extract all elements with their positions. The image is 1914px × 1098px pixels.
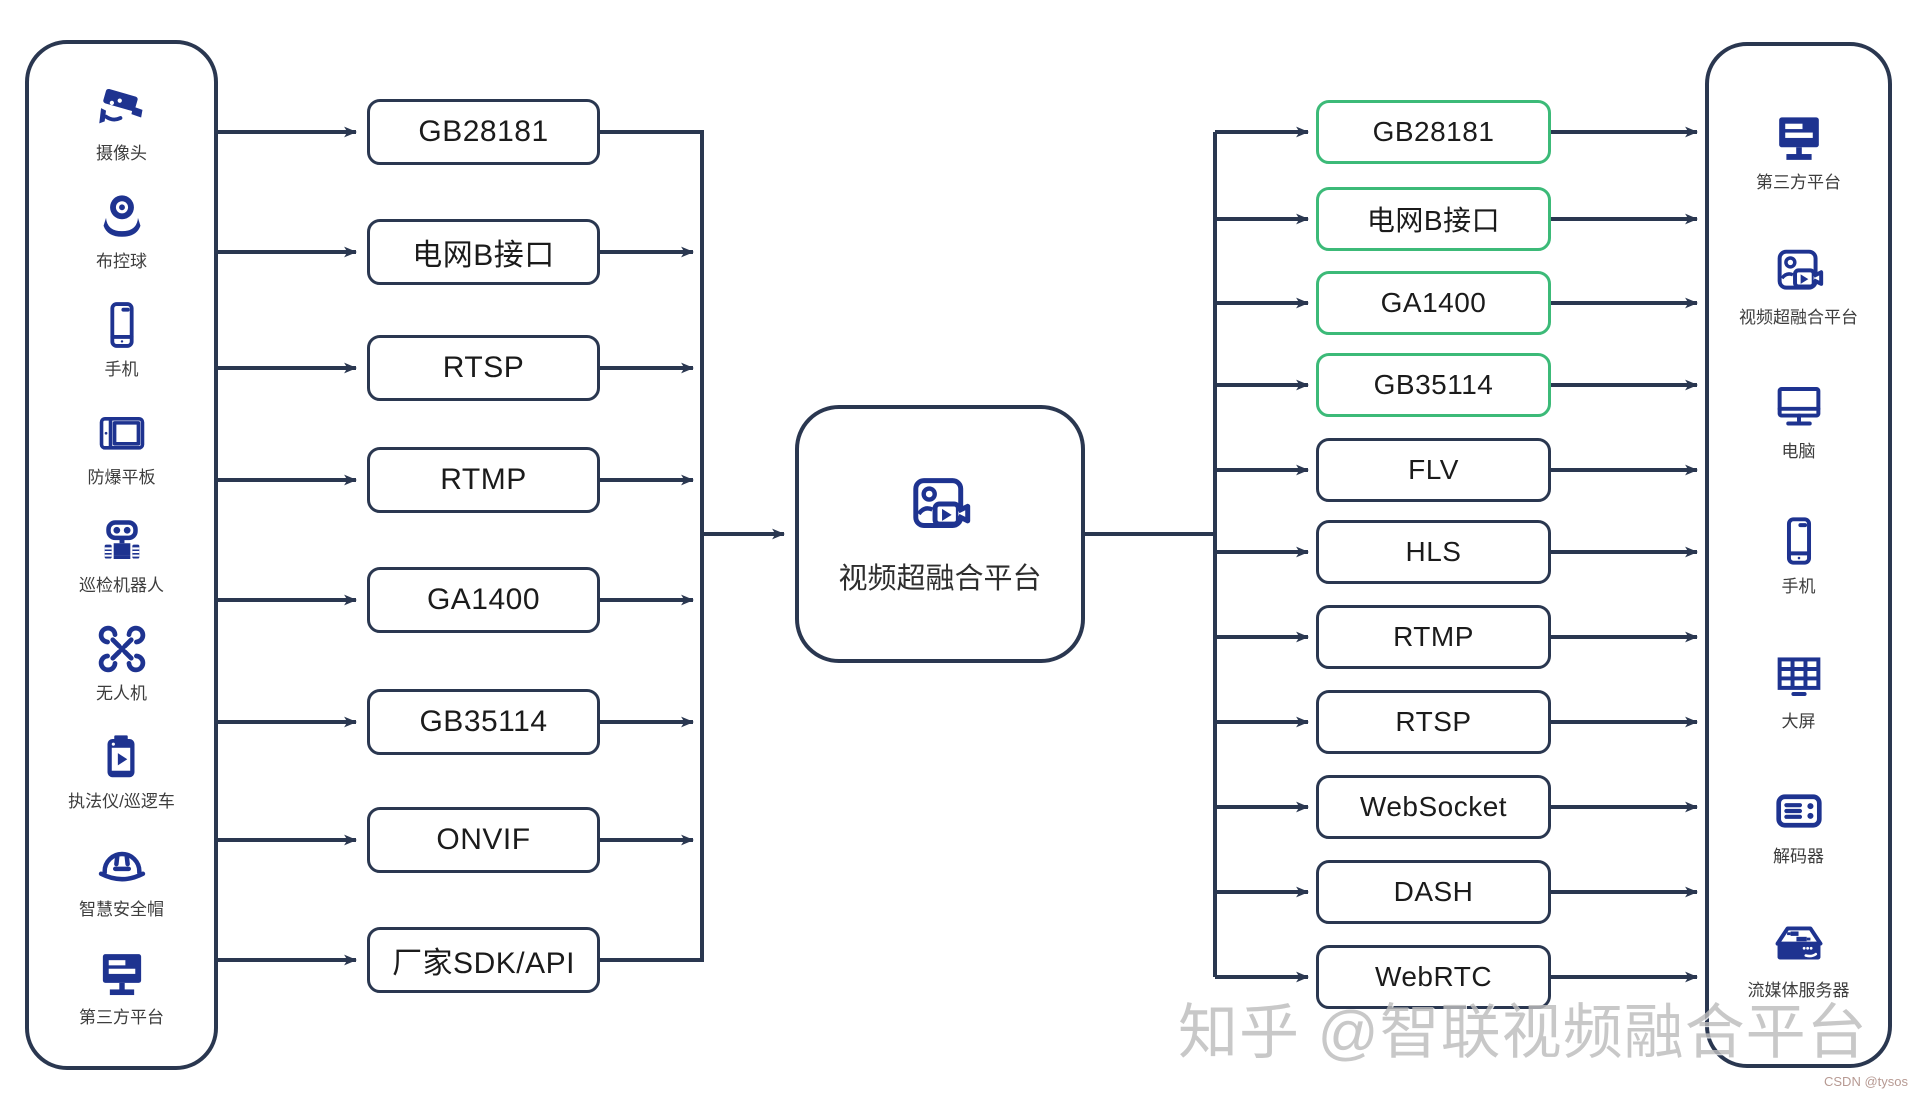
device-label: 执法仪/巡逻车 — [68, 792, 175, 811]
platform-label: 视频超融合平台 — [838, 563, 1042, 595]
device-item: 执法仪/巡逻车 — [68, 730, 175, 812]
device-label: 视频超融合平台 — [1739, 307, 1858, 327]
protocol-node: GB28181 — [367, 99, 600, 165]
protocol-node: 电网B接口 — [367, 219, 600, 285]
device-label: 防爆平板 — [87, 468, 156, 487]
decoder-icon — [1771, 783, 1827, 839]
fusion-platform-icon — [1771, 244, 1827, 300]
protocol-node: RTSP — [1316, 690, 1551, 754]
device-item: 电脑 — [1771, 378, 1827, 462]
server-icon — [1771, 917, 1827, 973]
videowall-icon — [1771, 648, 1827, 704]
device-label: 布控球 — [96, 252, 147, 271]
drone-icon — [95, 622, 149, 676]
device-label: 流媒体服务器 — [1747, 981, 1850, 1001]
protocol-node: 电网B接口 — [1316, 187, 1551, 251]
device-item: 摄像头 — [95, 82, 149, 164]
device-item: 第三方平台 — [79, 946, 164, 1028]
device-label: 巡检机器人 — [79, 576, 164, 595]
monitor-solid-icon — [1771, 109, 1827, 165]
protocol-node: 厂家SDK/API — [367, 927, 600, 993]
protocol-node: GB35114 — [1316, 353, 1551, 417]
device-item: 手机 — [95, 298, 149, 380]
device-label: 大屏 — [1781, 711, 1816, 731]
device-label: 第三方平台 — [79, 1008, 164, 1027]
device-label: 无人机 — [96, 684, 147, 703]
protocol-node: RTMP — [367, 447, 600, 513]
device-item: 解码器 — [1771, 783, 1827, 867]
device-label: 摄像头 — [96, 144, 147, 163]
watermark-csdn: CSDN @tysos — [1824, 1074, 1908, 1089]
device-item: 巡检机器人 — [79, 514, 164, 596]
protocol-node: DASH — [1316, 860, 1551, 924]
output-devices-panel: 第三方平台视频超融合平台电脑手机大屏解码器流媒体服务器 — [1705, 42, 1892, 1068]
protocol-node: WebRTC — [1316, 945, 1551, 1009]
protocol-node: GA1400 — [1316, 271, 1551, 335]
monitor-solid-icon — [95, 946, 149, 1000]
watermark-zhihu: 知乎 @智联视频融合平台 — [1178, 999, 1868, 1066]
computer-icon — [1771, 378, 1827, 434]
device-label: 智慧安全帽 — [79, 900, 164, 919]
phone-icon — [95, 298, 149, 352]
protocol-node: RTMP — [1316, 605, 1551, 669]
device-label: 手机 — [1781, 577, 1816, 596]
source-devices-panel: 摄像头布控球手机防爆平板巡检机器人无人机执法仪/巡逻车智慧安全帽第三方平台 — [25, 40, 218, 1070]
device-item: 手机 — [1771, 513, 1827, 597]
device-label: 解码器 — [1773, 846, 1824, 866]
protocol-node: WebSocket — [1316, 775, 1551, 839]
protocol-node: GA1400 — [367, 567, 600, 633]
device-item: 大屏 — [1771, 648, 1827, 732]
device-label: 第三方平台 — [1756, 172, 1841, 192]
tablet-icon — [95, 406, 149, 460]
protocol-node: HLS — [1316, 520, 1551, 584]
phone-icon — [1771, 513, 1827, 569]
helmet-icon — [95, 838, 149, 892]
cctv-camera-icon — [95, 82, 149, 136]
bodycam-icon — [94, 730, 148, 784]
device-item: 无人机 — [95, 622, 149, 704]
device-item: 智慧安全帽 — [79, 838, 164, 920]
robot-icon — [95, 514, 149, 568]
protocol-node: FLV — [1316, 438, 1551, 502]
protocol-node: ONVIF — [367, 807, 600, 873]
device-item: 流媒体服务器 — [1748, 917, 1850, 1001]
platform-node: 视频超融合平台 — [795, 405, 1085, 663]
device-label: 手机 — [104, 360, 139, 379]
protocol-node: GB35114 — [367, 689, 600, 755]
device-item: 第三方平台 — [1756, 109, 1841, 193]
ptz-dome-camera-icon — [95, 190, 149, 244]
device-item: 视频超融合平台 — [1739, 244, 1858, 328]
fusion-platform-icon — [905, 471, 975, 541]
device-item: 布控球 — [95, 190, 149, 272]
device-item: 防爆平板 — [88, 406, 156, 488]
protocol-node: RTSP — [367, 335, 600, 401]
device-label: 电脑 — [1781, 442, 1816, 462]
protocol-node: GB28181 — [1316, 100, 1551, 164]
